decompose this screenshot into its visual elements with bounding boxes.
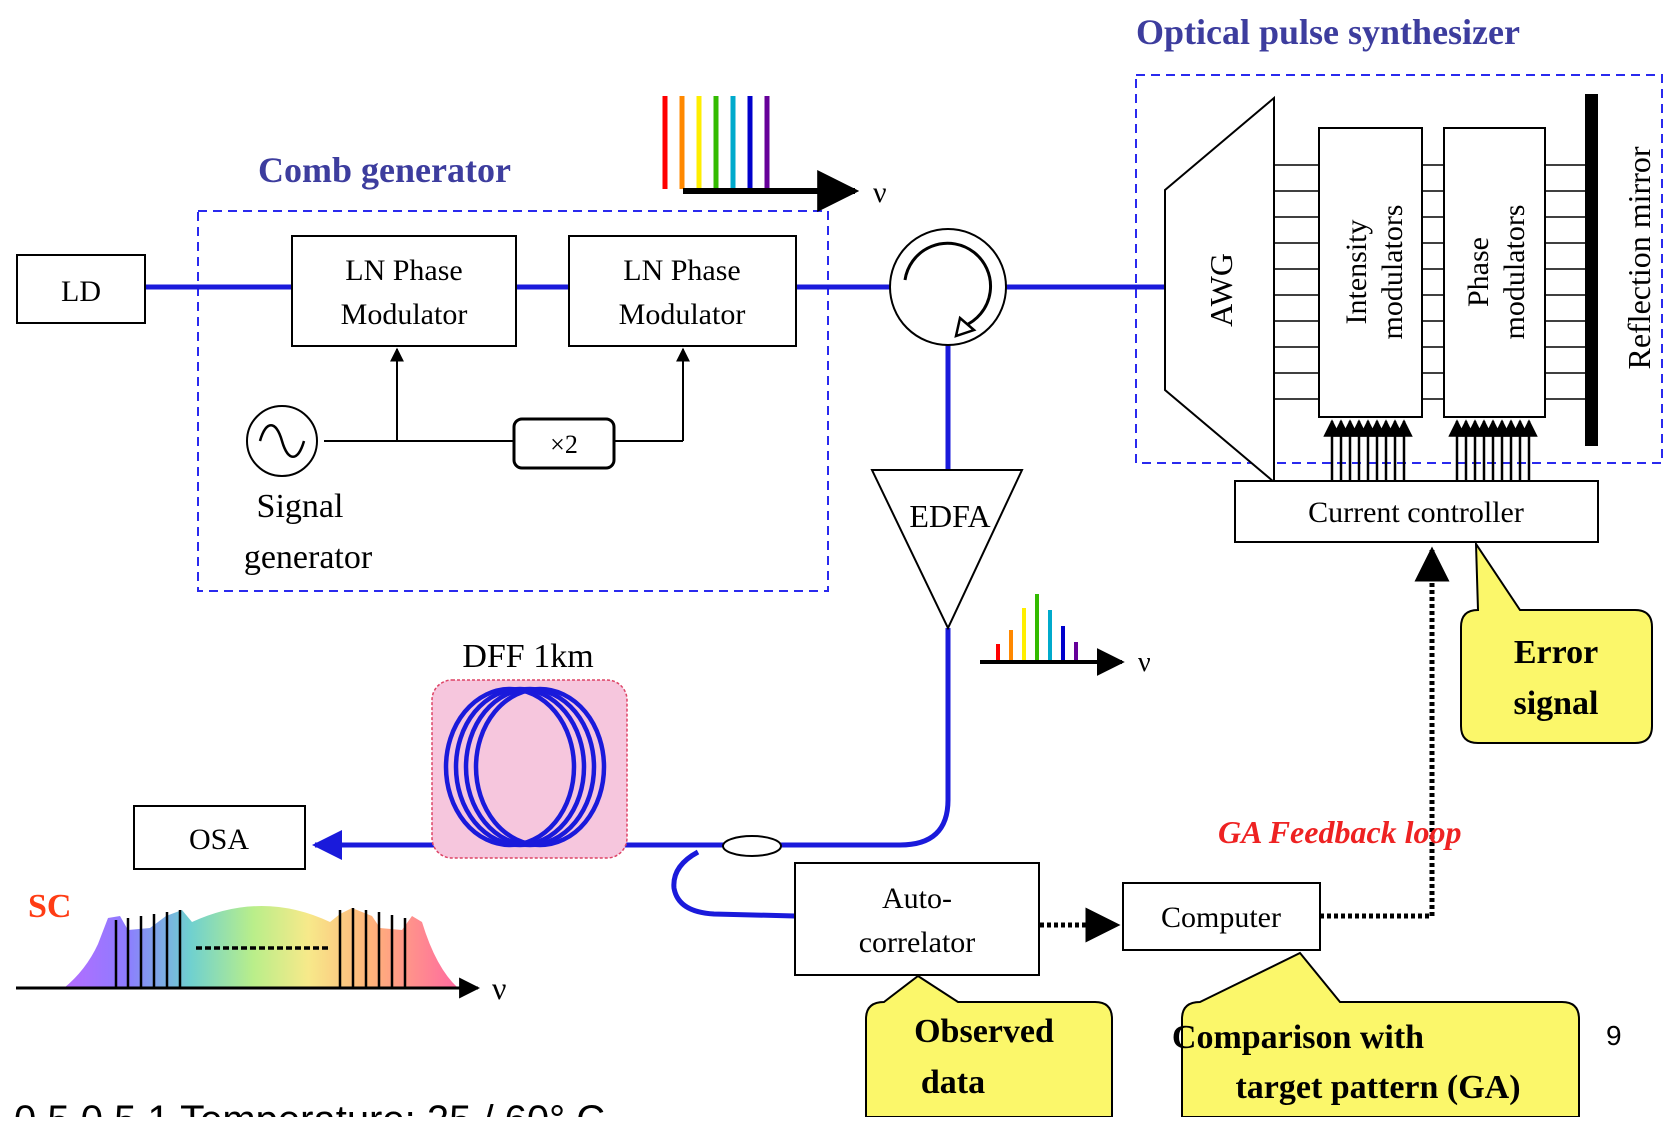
optical-pulse-synthesizer-title: Optical pulse synthesizer (1136, 12, 1520, 52)
lnpm1-label-2: Modulator (341, 298, 468, 331)
autocorrelator-label-1: Auto- (882, 882, 952, 915)
ln-phase-modulator-2: LN Phase Modulator (568, 235, 797, 347)
computer-box: Computer (1122, 882, 1321, 951)
doubler-label: ×2 (550, 430, 578, 459)
ld-box: LD (16, 254, 146, 324)
sc-label: SC (28, 888, 71, 925)
phase-label-2: modulators (1498, 205, 1531, 340)
observed-data-callout: Observed data (865, 974, 1113, 1118)
current-controller-box: Current controller (1234, 480, 1599, 543)
comparison-callout: Comparison with target pattern (GA) (1172, 951, 1580, 1118)
intensity-label-2: modulators (1376, 205, 1409, 340)
error-signal-callout: Error signal (1460, 540, 1653, 744)
rf-drive-lines (324, 347, 690, 442)
phase-modulators-block: Phase modulators (1443, 127, 1546, 418)
sc-nu: ν (492, 970, 506, 1006)
awg-block: AWG (1164, 95, 1275, 485)
dff-fiber-spool: DFF 1km (431, 638, 628, 859)
computer-label: Computer (1161, 901, 1281, 934)
optical-pulse-synthesizer-box (1135, 74, 1663, 464)
comb-generator-box (197, 210, 829, 592)
error-signal-label-2: signal (1513, 685, 1598, 722)
ld-label: LD (61, 275, 101, 308)
error-signal-label-1: Error (1514, 634, 1598, 671)
intensity-label-1: Intensity (1340, 220, 1373, 325)
comb-spectrum-amplified: ν (980, 594, 1151, 678)
observed-data-label-2: data (921, 1064, 985, 1101)
lnpm2-label-2: Modulator (619, 298, 746, 331)
optical-circulator (889, 228, 1007, 346)
sc-spectrum: SC ν (16, 888, 506, 1006)
comb-generator-title: Comb generator (258, 150, 511, 190)
page-number: 9 (1606, 1020, 1622, 1051)
dff-label: DFF 1km (462, 638, 593, 675)
comb-mid-nu: ν (1138, 647, 1151, 678)
edfa-label: EDFA (909, 498, 990, 534)
ln-phase-modulator-1: LN Phase Modulator (291, 235, 517, 347)
comparison-label-1: Comparison with (1172, 1019, 1424, 1056)
autocorrelator-label-2: correlator (859, 926, 976, 959)
circulator-arrow-icon (903, 241, 993, 328)
signal-generator-label-2: generator (244, 539, 373, 576)
reflection-mirror-label: Reflection mirror (1621, 146, 1657, 369)
comb-top-nu: ν (873, 176, 887, 209)
intensity-modulators-block: Intensity modulators (1318, 127, 1423, 418)
comb-spectrum-top: ν (662, 96, 887, 212)
edfa-amplifier: EDFA (870, 469, 1024, 631)
awg-label: AWG (1203, 253, 1239, 327)
comparison-label-2: target pattern (GA) (1235, 1069, 1520, 1106)
signal-generator-label-1: Signal (257, 488, 344, 525)
signal-generator: Signal generator (244, 405, 373, 576)
osa-label: OSA (189, 823, 249, 856)
phase-label-1: Phase (1462, 237, 1495, 307)
channel-lines-3 (1545, 164, 1585, 400)
observed-data-label-1: Observed (914, 1013, 1054, 1050)
frequency-doubler: ×2 (512, 417, 616, 470)
ga-feedback-loop-label: GA Feedback loop (1218, 814, 1462, 850)
reflection-mirror-bar (1585, 94, 1598, 446)
cut-footer-text: 0.5 0.5 1 Temperature: 25 / 60° C (14, 1098, 605, 1117)
autocorrelator-box: Auto- correlator (794, 862, 1040, 976)
fiber-coupler (722, 835, 782, 857)
sine-wave-icon (258, 424, 306, 458)
channel-lines-2 (1422, 164, 1444, 400)
channel-lines-1 (1274, 164, 1319, 400)
osa-box: OSA (133, 805, 306, 870)
control-arrows-intensity (1323, 419, 1413, 481)
control-arrows-phase (1448, 419, 1538, 481)
lnpm1-label-1: LN Phase (345, 254, 462, 287)
lnpm2-label-1: LN Phase (623, 254, 740, 287)
current-controller-label: Current controller (1308, 496, 1524, 529)
